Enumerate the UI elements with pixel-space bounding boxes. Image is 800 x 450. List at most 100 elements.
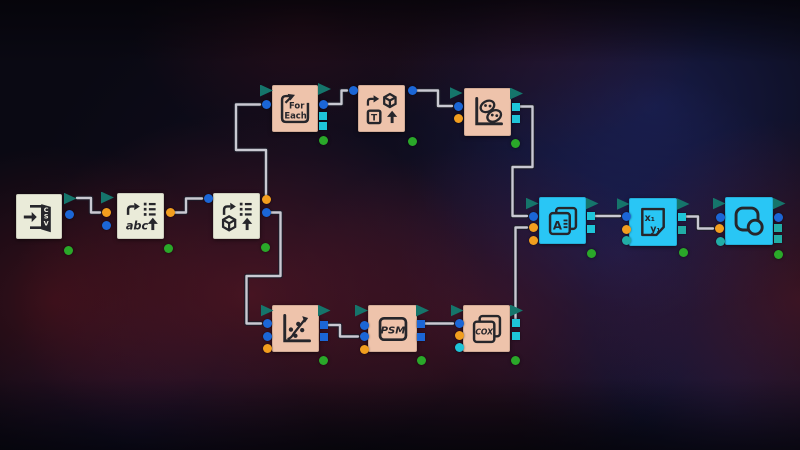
svg-text:A: A — [552, 218, 562, 232]
scatter-fit-plot-node[interactable] — [272, 305, 319, 352]
wire-for-each-loop-to-table-to-cube-halo — [325, 88, 350, 107]
psm-out-blue-square-port[interactable] — [417, 319, 425, 328]
group-faces-chart-node[interactable] — [464, 88, 511, 136]
xy-icon: x₁ y₁ — [635, 204, 671, 240]
report-pages-out-cyan-square-port[interactable] — [587, 224, 595, 233]
report-pages-node[interactable]: A — [539, 197, 586, 244]
report-pages-out-cyan-square-port[interactable] — [587, 212, 595, 220]
svg-text:V: V — [44, 219, 50, 227]
list-cube-status-led — [261, 243, 270, 252]
for-each-loop-status-led — [319, 136, 328, 145]
report-pages-in-blue-circle-port[interactable] — [529, 211, 538, 221]
shape-mask-out-teal2-square-port[interactable] — [773, 224, 782, 232]
list-abc-node[interactable]: abc — [117, 193, 164, 239]
svg-text:T: T — [371, 113, 378, 123]
cox-node[interactable]: COX — [463, 305, 510, 352]
cox-in-orange-circle-port[interactable] — [455, 331, 464, 340]
wire-csv-reader-to-list-abc-halo — [74, 195, 103, 215]
shape-mask-in-orange-circle-port[interactable] — [715, 224, 724, 233]
scatter-fit-plot-in-blue-circle-port[interactable] — [262, 319, 272, 328]
for-each-loop-out-cyan-square-port[interactable] — [319, 121, 327, 130]
xy-page-in-teal2-circle-port[interactable] — [621, 236, 631, 245]
shape-mask-out-teal2-square-port[interactable] — [773, 234, 782, 243]
reporta-icon: A — [545, 203, 581, 239]
wire-list-abc-to-list-cube[interactable] — [173, 197, 204, 214]
cox-out-cyan-square-port[interactable] — [511, 319, 520, 327]
shape-mask-in-blue-circle-port[interactable] — [716, 212, 725, 222]
wire-for-each-loop-to-table-to-cube[interactable] — [326, 89, 349, 106]
wire-table-to-cube-to-group-faces-chart[interactable] — [415, 89, 454, 108]
wire-scatter-fit-plot-to-psm-halo — [325, 322, 361, 339]
shape-mask-node[interactable] — [725, 197, 773, 245]
group-faces-chart-status-led — [511, 139, 520, 148]
shape-mask-status-led — [773, 249, 783, 259]
xy-page-out-cyan-square-port[interactable] — [678, 212, 686, 221]
svg-text:C: C — [44, 205, 49, 213]
group-faces-chart-out-cyan-square-port[interactable] — [512, 102, 520, 111]
wire-list-cube-to-scatter-fit-plot[interactable] — [245, 211, 282, 325]
table-to-cube-in-blue-circle-port[interactable] — [348, 86, 358, 95]
wire-cox-to-report-pages[interactable] — [514, 226, 529, 321]
xy-page-in-blue-circle-port[interactable] — [621, 212, 631, 221]
report-pages-in-orange-circle-port[interactable] — [528, 235, 538, 245]
svg-text:x₁: x₁ — [645, 213, 655, 224]
svg-text:y₁: y₁ — [650, 224, 660, 235]
cox-in-cyan-circle-port[interactable] — [455, 343, 464, 352]
svg-text:For: For — [289, 100, 305, 110]
csv-reader-out-blue-circle-port[interactable] — [64, 209, 74, 219]
psm-out-blue-square-port[interactable] — [417, 332, 425, 341]
for-each-loop-in-blue-circle-port[interactable] — [262, 100, 271, 109]
wire-xy-page-to-shape-mask-halo — [683, 214, 716, 231]
group-faces-chart-out-cyan-square-port[interactable] — [512, 114, 520, 123]
psm-in-blue-circle-port[interactable] — [359, 320, 369, 330]
wire-group-faces-chart-to-report-pages[interactable] — [511, 105, 534, 218]
cox-out-cyan-square-port[interactable] — [511, 331, 520, 340]
group-faces-chart-in-orange-circle-port[interactable] — [454, 113, 463, 123]
wire-list-abc-to-list-cube-halo — [172, 196, 205, 215]
list-abc-in-blue-circle-port[interactable] — [102, 220, 111, 230]
xy-page-node[interactable]: x₁ y₁ — [629, 198, 677, 246]
report-pages-in-orange-circle-port[interactable] — [528, 223, 538, 232]
list-cube-out-blue-circle-port[interactable] — [262, 208, 271, 217]
for-each-loop-out-cyan-square-port[interactable] — [319, 111, 327, 120]
xy-page-status-led — [678, 247, 688, 257]
shape-mask-in-teal2-circle-port[interactable] — [716, 237, 725, 246]
scatter-icon — [278, 311, 314, 347]
list-abc-out-orange-circle-port[interactable] — [165, 208, 175, 217]
for-each-loop-node[interactable]: For Each — [272, 85, 318, 132]
scatter-fit-plot-in-orange-circle-port[interactable] — [262, 344, 272, 353]
psm-in-blue-circle-port[interactable] — [359, 332, 369, 341]
wire-table-to-cube-to-group-faces-chart-halo — [414, 88, 455, 109]
abclist-icon: abc — [123, 198, 159, 234]
svg-text:Each: Each — [284, 110, 306, 120]
scatter-fit-plot-out-blue-square-port[interactable] — [320, 321, 328, 329]
cox-icon: COX — [469, 311, 505, 347]
for-each-loop-out-blue-circle-port[interactable] — [319, 99, 328, 109]
cox-in-blue-circle-port[interactable] — [455, 319, 464, 328]
wire-list-cube-to-for-each-loop[interactable] — [234, 103, 268, 200]
table-to-cube-out-blue-circle-port[interactable] — [407, 86, 417, 95]
wire-scatter-fit-plot-to-psm[interactable] — [326, 323, 360, 338]
list-cube-node[interactable] — [213, 193, 260, 239]
psm-node[interactable]: PSM — [368, 305, 417, 352]
psm-status-led — [416, 356, 426, 365]
shape-mask-out-blue-circle-port[interactable] — [774, 212, 783, 222]
table-to-cube-node[interactable]: T — [358, 85, 405, 132]
cubelist-icon — [219, 198, 255, 234]
faces-icon — [470, 94, 506, 130]
xy-page-in-orange-circle-port[interactable] — [621, 225, 631, 234]
list-abc-in-orange-circle-port[interactable] — [102, 208, 111, 217]
scatter-fit-plot-in-blue-circle-port[interactable] — [262, 332, 272, 341]
scatter-fit-plot-out-blue-square-port[interactable] — [320, 332, 328, 341]
svg-text:S: S — [44, 212, 49, 220]
xy-page-out-teal2-square-port[interactable] — [678, 225, 686, 234]
list-cube-out-orange-circle-port[interactable] — [261, 195, 271, 204]
wire-csv-reader-to-list-abc[interactable] — [75, 196, 102, 214]
list-cube-in-blue-circle-port[interactable] — [204, 194, 213, 203]
psm-in-orange-circle-port[interactable] — [359, 344, 369, 354]
group-faces-chart-in-blue-circle-port[interactable] — [454, 101, 463, 111]
wire-xy-page-to-shape-mask[interactable] — [684, 215, 715, 230]
